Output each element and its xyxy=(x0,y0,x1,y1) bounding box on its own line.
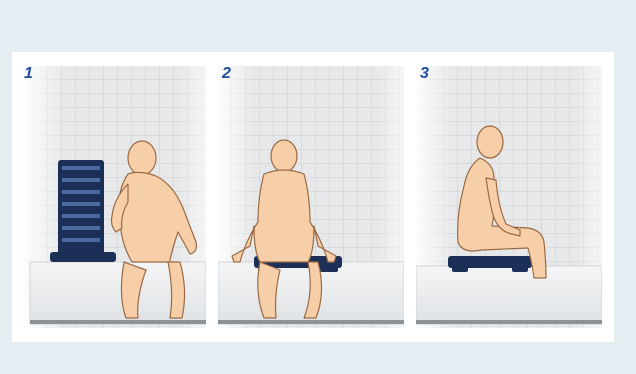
step-panel-3: 3 xyxy=(416,66,602,328)
step-1-illustration xyxy=(20,66,206,328)
step-panel-1: 1 xyxy=(20,66,206,328)
illustration-card: 1 xyxy=(12,52,614,342)
step-panel-2: 2 xyxy=(218,66,404,328)
step-number-3: 3 xyxy=(420,66,429,82)
step-number-2: 2 xyxy=(222,66,231,82)
step-2-illustration xyxy=(218,66,404,328)
step-number-1: 1 xyxy=(24,66,33,82)
step-3-illustration xyxy=(416,66,602,328)
